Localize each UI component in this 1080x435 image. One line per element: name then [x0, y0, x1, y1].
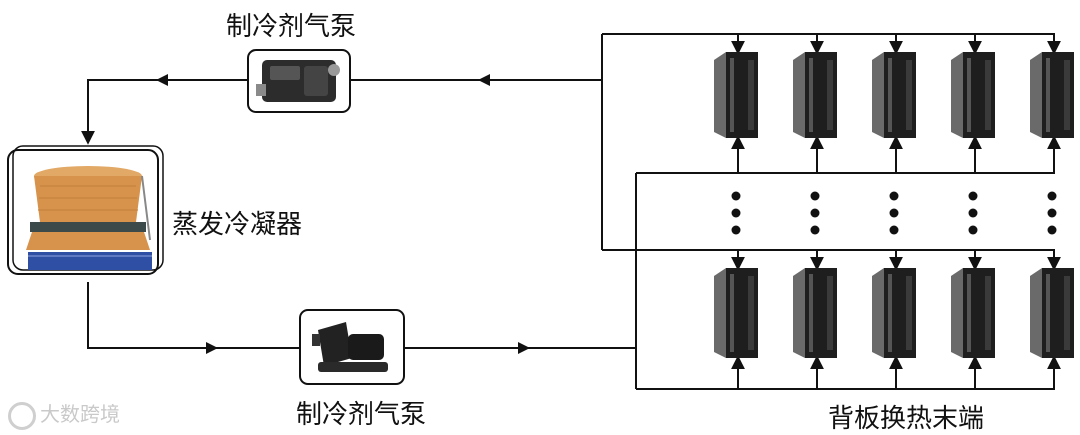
terminal-cabinet-top-4	[951, 34, 995, 173]
ellipsis-dot	[1047, 208, 1057, 218]
back-panel-terminals	[714, 34, 1074, 389]
cabinet-side-panel	[872, 52, 884, 138]
cabinet-side-panel	[1030, 268, 1042, 358]
condenser-label: 蒸发冷凝器	[172, 210, 303, 240]
terminal-cabinet-top-1	[714, 34, 758, 173]
cabinet-handle	[1064, 276, 1070, 350]
cabinet-handle	[748, 276, 754, 350]
cabinet-side-panel	[714, 52, 726, 138]
pipe-condenser-to-pump	[87, 282, 300, 349]
ellipsis-dot	[889, 225, 899, 235]
pipe-pump-to-condenser	[81, 79, 248, 145]
cabinet-handle	[906, 276, 912, 350]
cabinet-side-panel	[793, 52, 805, 138]
cabinet-side-panel	[872, 268, 884, 358]
flow-arrow-bottom-left	[206, 342, 218, 354]
cabinet-handle	[985, 276, 991, 350]
watermark-text: 大数跨境	[40, 402, 120, 426]
cabinet-handle	[827, 276, 833, 350]
terminal-cabinet-bottom-3	[872, 250, 916, 389]
cabinet-rail	[888, 274, 892, 352]
terminal-cabinet-bottom-5	[1030, 250, 1074, 389]
ellipsis-dot	[1047, 225, 1057, 235]
cabinet-side-panel	[1030, 52, 1042, 138]
ellipsis-dot	[889, 208, 899, 218]
bottom-pump-label: 制冷剂气泵	[296, 400, 427, 430]
cabinet-rail	[730, 58, 734, 132]
ellipsis-dot	[968, 191, 978, 201]
watermark: 大数跨境	[8, 398, 120, 430]
cabinet-rail	[1046, 274, 1050, 352]
ellipsis-dot	[731, 208, 741, 218]
terminal-ellipsis-dots	[731, 191, 1057, 235]
ellipsis-dot	[1047, 191, 1057, 201]
cabinet-rail	[730, 274, 734, 352]
top-refrigerant-pump	[247, 49, 351, 113]
terminal-cabinet-bottom-1	[714, 250, 758, 389]
evaporative-condenser	[7, 145, 164, 275]
cabinet-rail	[809, 58, 813, 132]
cabinet-handle	[827, 60, 833, 130]
top-pump-label: 制冷剂气泵	[226, 12, 357, 42]
cabinet-handle	[906, 60, 912, 130]
ellipsis-dot	[731, 225, 741, 235]
cabinet-rail	[1046, 58, 1050, 132]
terminal-cabinet-top-3	[872, 34, 916, 173]
cabinet-rail	[967, 274, 971, 352]
cabinet-handle	[748, 60, 754, 130]
flow-arrows	[156, 74, 530, 354]
cabinet-handle	[985, 60, 991, 130]
cabinet-side-panel	[951, 52, 963, 138]
terminal-cabinet-bottom-2	[793, 250, 837, 389]
terminals-label: 背板换热末端	[828, 404, 985, 434]
watermark-logo-icon	[8, 401, 36, 430]
ellipsis-dot	[810, 208, 820, 218]
terminal-cabinet-top-2	[793, 34, 837, 173]
ellipsis-dot	[968, 225, 978, 235]
terminal-cabinet-bottom-4	[951, 250, 995, 389]
ellipsis-dot	[810, 225, 820, 235]
cabinet-side-panel	[951, 268, 963, 358]
flow-arrow-top-right	[478, 74, 490, 86]
bottom-refrigerant-pump	[299, 309, 405, 385]
terminal-cabinet-top-5	[1030, 34, 1074, 173]
ellipsis-dot	[889, 191, 899, 201]
cabinet-rail	[888, 58, 892, 132]
ellipsis-dot	[810, 191, 820, 201]
pipe-lines	[81, 33, 1055, 390]
cabinet-side-panel	[714, 268, 726, 358]
ellipsis-dot	[968, 208, 978, 218]
flow-arrow-bottom-right	[518, 342, 530, 354]
cabinet-rail	[809, 274, 813, 352]
cabinet-handle	[1064, 60, 1070, 130]
ellipsis-dot	[731, 191, 741, 201]
cabinet-side-panel	[793, 268, 805, 358]
flow-arrow-top-left	[156, 74, 168, 86]
cabinet-rail	[967, 58, 971, 132]
